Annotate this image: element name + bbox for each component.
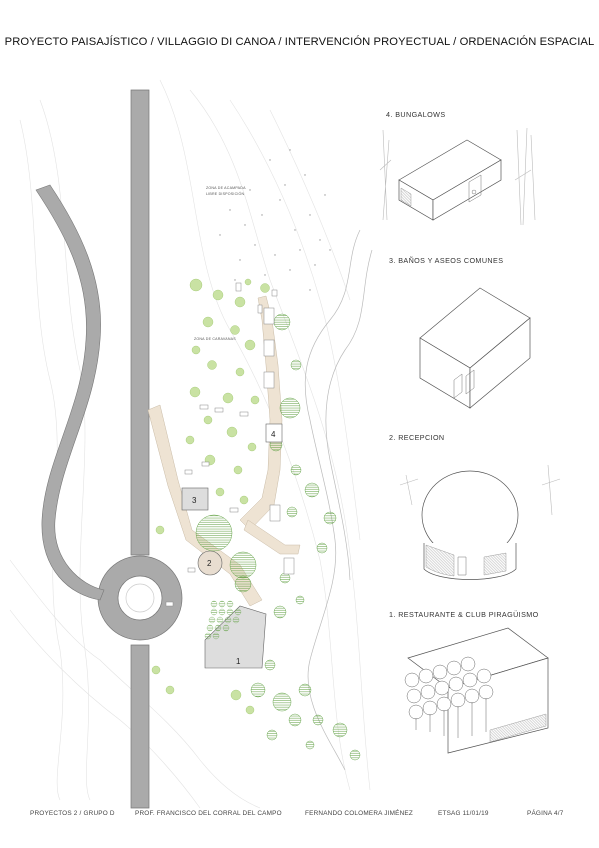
zone-caravanas: ZONA DE CARAVANAS	[194, 337, 236, 341]
bungalow-plan	[265, 423, 283, 443]
section-restaurante-label: 1. RESTAURANTE & CLUB PIRAGÜISMO	[389, 610, 539, 619]
caravans	[165, 282, 295, 607]
highway	[97, 89, 183, 809]
trees-light	[151, 278, 270, 715]
footer-page: PÁGINA 4/7	[527, 810, 564, 817]
footer-author: FERNANDO COLOMERA JIMÉNEZ	[305, 810, 413, 817]
page-title: PROYECTO PAISAJÍSTICO / VILLAGGIO DI CAN…	[4, 36, 595, 48]
restaurant-terrace-trees	[204, 600, 242, 640]
recepcion-axonometric	[399, 464, 561, 580]
marker-2: 2	[207, 559, 212, 568]
trees-dark	[195, 313, 361, 761]
restaurante-axonometric	[404, 627, 549, 754]
recepcion-plan	[197, 550, 223, 576]
zone-acampada-line2: LIBRE DISPOSICIÓN	[206, 191, 245, 196]
restaurant-axo-trees	[404, 656, 494, 720]
river-bank	[304, 229, 373, 771]
marker-3: 3	[192, 496, 197, 505]
footer-professor: PROF. FRANCISCO DEL CORRAL DEL CAMPO	[135, 810, 282, 817]
footer-course: PROYECTOS 2 / GRUPO D	[30, 810, 115, 817]
side-road	[35, 184, 105, 601]
marker-4: 4	[271, 430, 276, 439]
camping-dots	[219, 149, 331, 291]
section-recepcion-label: 2. RECEPCION	[389, 433, 445, 442]
section-banos-label: 3. BAÑOS Y ASEOS COMUNES	[389, 256, 504, 265]
banos-axonometric	[419, 287, 531, 409]
footer-school-date: ETSAG 11/01/19	[438, 810, 489, 817]
banos-plan	[181, 487, 209, 511]
zone-acampada-line1: ZONA DE ACAMPADA	[206, 186, 246, 190]
marker-1: 1	[236, 657, 241, 666]
restaurante-plan	[204, 605, 267, 669]
bungalow-axonometric	[379, 127, 536, 226]
section-bungalows-label: 4. BUNGALOWS	[386, 110, 446, 119]
